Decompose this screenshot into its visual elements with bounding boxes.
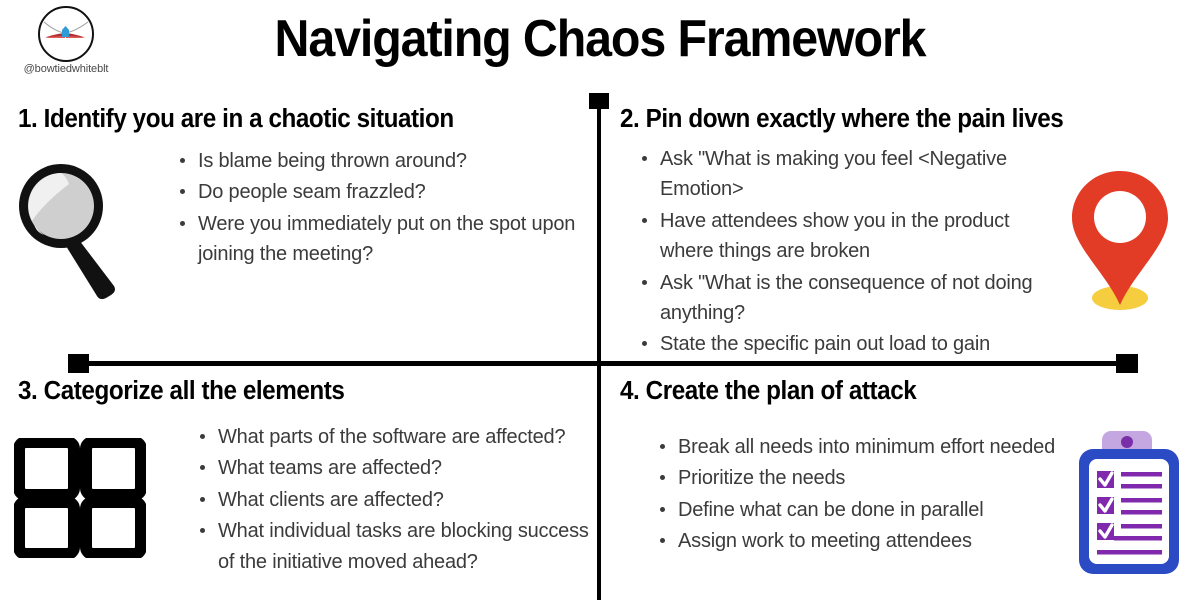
quadrant-4: 4. Create the plan of attack Break all n… [620,377,1190,558]
bowtie-glyph-icon [43,21,89,38]
map-pin-icon [1072,171,1168,310]
list-item: What parts of the software are affected? [200,422,600,452]
horizontal-divider [76,361,1128,366]
quadrant-3: 3. Categorize all the elements What part… [18,377,593,578]
quadrant-2-title: 2. Pin down exactly where the pain lives [620,105,1064,133]
quadrant-1: 1. Identify you are in a chaotic situati… [18,105,593,271]
list-item: Prioritize the needs [660,463,1060,493]
logo-handle-text: @bowtiedwhiteblt [23,63,109,75]
list-item: What clients are affected? [200,485,600,515]
list-item: Assign work to meeting attendees [660,526,1060,556]
quadrant-1-title: 1. Identify you are in a chaotic situati… [18,105,454,133]
magnifying-glass-icon [19,164,115,300]
quadrant-3-title: 3. Categorize all the elements [18,377,345,405]
list-item: Break all needs into minimum effort need… [660,432,1060,462]
list-item: Ask "What is the consequence of not doin… [642,268,1062,329]
quadrant-4-title: 4. Create the plan of attack [620,377,917,405]
list-item: Ask "What is making you feel <Negative E… [642,144,1062,205]
list-item: Were you immediately put on the spot upo… [180,209,600,270]
grid-squares-icon [14,438,146,558]
quadrant-2-bullets: Ask "What is making you feel <Negative E… [620,144,1062,360]
divider-cap-right [1116,354,1138,373]
bowtie-circle-logo [38,6,94,62]
quadrant-4-bullets: Break all needs into minimum effort need… [638,432,1060,557]
page-title: Navigating Chaos Framework [274,10,927,68]
list-item: State the specific pain out load to gain [642,329,1062,359]
quadrant-3-bullets: What parts of the software are affected?… [178,422,600,577]
quadrant-1-bullets: Is blame being thrown around? Do people … [158,146,600,270]
list-item: Is blame being thrown around? [180,146,600,176]
quadrant-2: 2. Pin down exactly where the pain lives… [620,105,1190,361]
list-item: Do people seam frazzled? [180,177,600,207]
list-item: Define what can be done in parallel [660,495,1060,525]
vertical-divider [597,95,601,600]
list-item: What teams are affected? [200,453,600,483]
clipboard-checklist-icon [1079,431,1179,574]
brand-logo: @bowtiedwhiteblt [18,6,114,75]
list-item: Have attendees show you in the product w… [642,206,1062,267]
list-item: What individual tasks are blocking succe… [200,516,600,577]
